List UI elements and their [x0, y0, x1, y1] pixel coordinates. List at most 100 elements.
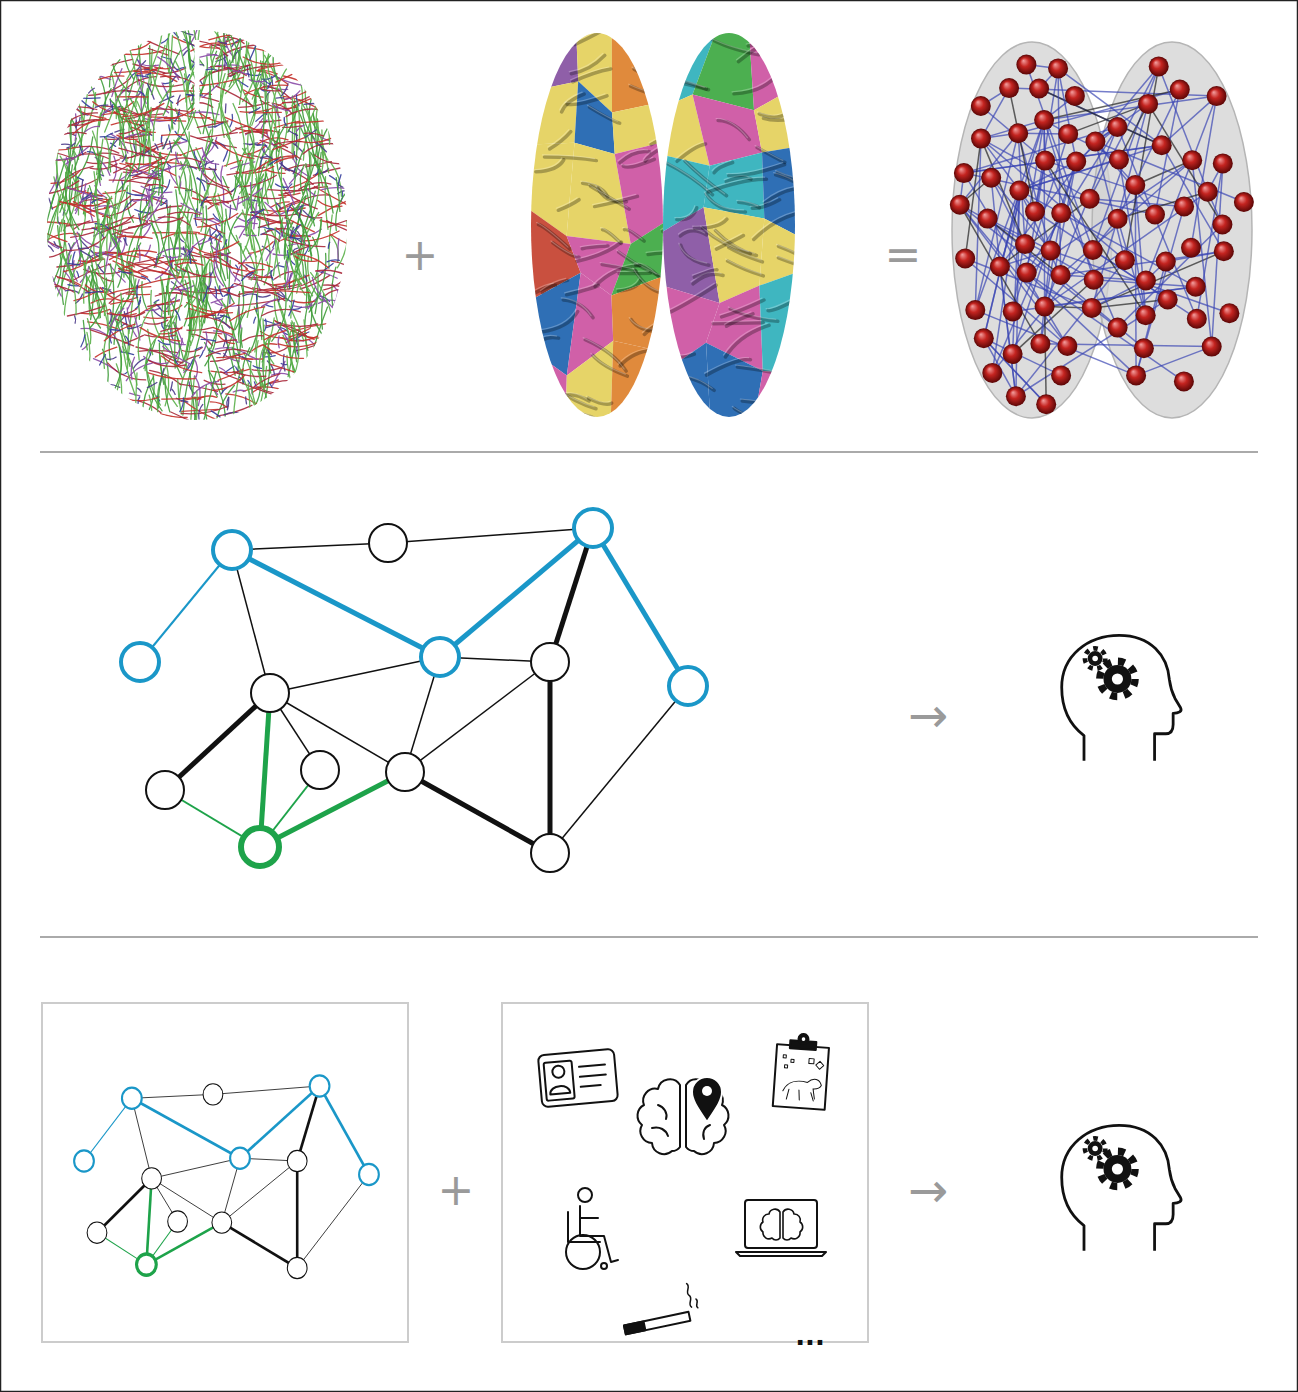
- fiber: [139, 91, 145, 96]
- fiber: [189, 251, 191, 263]
- region-sphere: [1035, 297, 1055, 317]
- gyrus-highlight: [707, 177, 765, 190]
- region-sphere: [1198, 182, 1218, 202]
- fiber: [291, 225, 301, 237]
- sulcus: [670, 351, 694, 357]
- region-sphere: [1015, 234, 1035, 254]
- fiber: [291, 96, 293, 153]
- fiber: [325, 290, 343, 296]
- fiber: [162, 280, 166, 329]
- fiber: [195, 347, 202, 350]
- gyrus-highlight: [632, 67, 665, 90]
- fiber: [284, 88, 312, 99]
- connection: [1027, 273, 1136, 376]
- fiber: [119, 148, 162, 158]
- gyrus-highlight: [583, 338, 624, 369]
- fiber: [268, 228, 280, 234]
- fiber: [197, 396, 217, 400]
- equals-sign: =: [885, 233, 922, 277]
- fiber: [245, 397, 247, 404]
- fiber: [104, 324, 135, 341]
- fiber: [169, 295, 177, 329]
- fiber: [225, 104, 227, 113]
- sulcus: [585, 340, 626, 371]
- fiber: [162, 105, 172, 149]
- fiber: [90, 278, 107, 328]
- connection: [1044, 90, 1180, 121]
- region-sphere: [1080, 189, 1100, 209]
- parcel: [611, 341, 667, 422]
- fiber: [152, 109, 188, 112]
- region-sphere: [1108, 318, 1128, 338]
- fiber: [235, 285, 243, 329]
- fiber: [269, 383, 272, 388]
- sulcus: [718, 121, 749, 140]
- plus-sign: +: [402, 233, 439, 277]
- fiber: [215, 287, 216, 298]
- panel: [502, 1003, 868, 1342]
- fiber: [60, 156, 69, 184]
- fiber: [54, 220, 65, 281]
- fiber: [158, 341, 169, 345]
- fiber: [297, 254, 328, 268]
- fiber: [232, 34, 243, 63]
- region-sphere: [1006, 386, 1026, 406]
- fiber: [188, 36, 190, 69]
- fiber: [99, 219, 102, 260]
- fiber: [124, 238, 127, 245]
- fiber: [111, 308, 124, 326]
- fiber: [332, 290, 338, 307]
- gyrus-highlight: [534, 158, 562, 170]
- sulcus: [748, 39, 796, 46]
- gyrus-highlight: [589, 184, 628, 207]
- gyrus-highlight: [543, 155, 595, 159]
- fiber: [273, 104, 290, 111]
- fiber: [197, 121, 228, 127]
- fiber: [112, 215, 121, 251]
- fiber: [182, 132, 190, 170]
- fiber: [81, 250, 93, 257]
- fiber: [200, 351, 204, 358]
- fiber: [184, 300, 205, 361]
- fiber: [54, 242, 59, 248]
- fiber: [102, 222, 131, 233]
- gyrus-highlight: [766, 379, 809, 399]
- fiber: [90, 195, 93, 223]
- fiber: [289, 131, 298, 136]
- fiber: [227, 253, 229, 262]
- fiber: [147, 210, 157, 222]
- fiber: [244, 353, 257, 383]
- sulcus: [768, 300, 796, 311]
- gyrus-highlight: [548, 130, 569, 147]
- gyrus-highlight: [737, 36, 772, 60]
- fiber: [268, 41, 273, 82]
- fiber: [117, 96, 147, 98]
- fiber: [211, 411, 220, 417]
- fiber: [217, 353, 245, 357]
- sulcus: [623, 159, 654, 167]
- gyrus-highlight: [586, 396, 609, 402]
- gyrus-highlight: [629, 318, 661, 330]
- fiber: [205, 304, 234, 316]
- brain-location-icon: [638, 1077, 729, 1154]
- fiber: [312, 277, 328, 303]
- gyrus-highlight: [643, 141, 671, 159]
- fiber: [78, 107, 97, 110]
- fiber: [216, 340, 237, 343]
- fiber: [176, 152, 179, 163]
- fiber: [291, 245, 311, 254]
- fiber: [197, 178, 205, 191]
- fiber: [144, 320, 168, 324]
- fiber: [152, 45, 166, 94]
- fiber: [62, 144, 72, 145]
- fiber: [146, 308, 161, 311]
- fiber: [264, 331, 286, 340]
- fiber: [249, 80, 265, 82]
- region-sphere: [999, 78, 1019, 98]
- fiber: [129, 262, 175, 276]
- fiber: [149, 360, 186, 366]
- fiber: [237, 196, 239, 209]
- region-sphere: [1174, 371, 1194, 391]
- fiber: [220, 286, 223, 297]
- gyrus-highlight: [755, 146, 783, 161]
